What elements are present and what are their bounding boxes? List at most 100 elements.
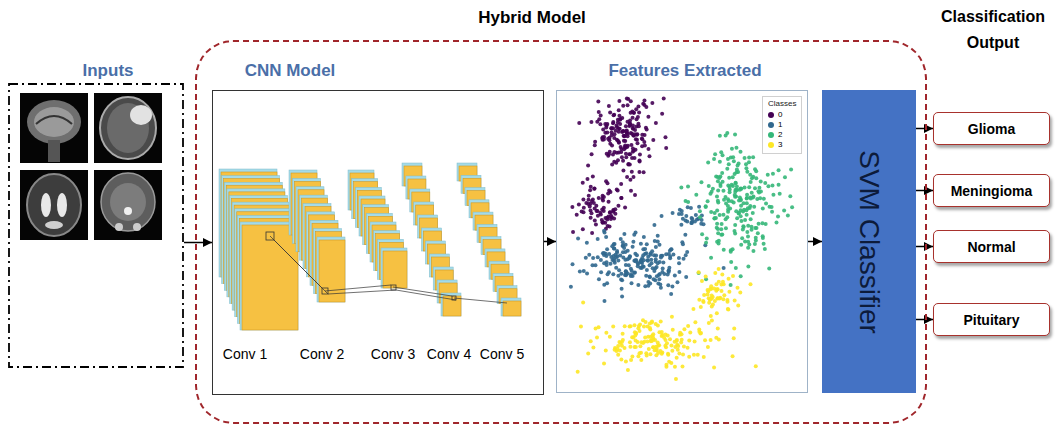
- scatter-point: [770, 210, 774, 214]
- scatter-point: [589, 208, 593, 212]
- scatter-point: [759, 179, 763, 183]
- scatter-point: [727, 277, 731, 281]
- scatter-point: [744, 208, 748, 212]
- scatter-point: [726, 157, 730, 161]
- scatter-point: [751, 175, 755, 179]
- layer-label: Conv 3: [353, 345, 433, 363]
- scatter-point: [623, 324, 627, 328]
- scatter-point: [729, 260, 733, 264]
- scatter-point: [782, 208, 786, 212]
- scatter-point: [718, 160, 722, 164]
- scatter-point: [605, 131, 609, 135]
- scatter-point: [650, 249, 654, 253]
- scatter-point: [727, 176, 731, 180]
- scatter-point: [670, 315, 674, 319]
- box-heading: Inputs: [83, 61, 134, 81]
- scatter-point: [626, 97, 630, 101]
- scatter-point: [611, 324, 615, 328]
- scatter-point: [646, 115, 650, 119]
- scatter-point: [587, 253, 591, 257]
- legend-title: Classes: [768, 99, 796, 109]
- scatter-point: [696, 353, 700, 357]
- scatter-point: [715, 208, 719, 212]
- scatter-point: [602, 251, 606, 255]
- scatter-point: [581, 181, 585, 185]
- scatter-point: [645, 268, 649, 272]
- scatter-point: [607, 200, 611, 204]
- scatter-point: [718, 134, 722, 138]
- scatter-point: [654, 121, 658, 125]
- scatter-point: [716, 175, 720, 179]
- scatter-point: [682, 257, 686, 261]
- scatter-point: [624, 360, 628, 364]
- scatter-point: [730, 147, 734, 151]
- scatter-point: [721, 180, 725, 184]
- scatter-point: [734, 188, 738, 192]
- scatter-point: [628, 178, 632, 182]
- scatter-point: [648, 352, 652, 356]
- scatter-point: [743, 218, 747, 222]
- scatter-point: [605, 247, 609, 251]
- scatter-point: [601, 138, 605, 142]
- scatter-point: [741, 228, 745, 232]
- scatter-point: [618, 127, 622, 131]
- scatter-point: [730, 183, 734, 187]
- scatter-point: [727, 290, 731, 294]
- scatter-point: [599, 113, 603, 117]
- scatter-point: [712, 157, 716, 161]
- out-box: Glioma: [933, 112, 1050, 145]
- scatter-point: [719, 150, 723, 154]
- scatter-point: [579, 324, 583, 328]
- scatter-point: [717, 338, 721, 342]
- scatter-point: [717, 239, 721, 243]
- scatter-point: [691, 307, 695, 311]
- scatter-point: [668, 249, 672, 253]
- scatter-point: [589, 216, 593, 220]
- scatter-point: [606, 224, 610, 228]
- mri-background: [20, 170, 88, 240]
- scatter-point: [774, 220, 778, 224]
- scatter-point: [623, 146, 627, 150]
- scatter-point: [777, 183, 781, 187]
- legend-text: 2: [778, 130, 782, 140]
- scatter-point: [619, 272, 623, 276]
- scatter-point: [576, 370, 580, 374]
- feature-map: [242, 225, 298, 330]
- scatter-point: [757, 186, 761, 190]
- scatter-point: [577, 203, 581, 207]
- mri-detail: [100, 97, 156, 159]
- scatter-point: [745, 170, 749, 174]
- mri-background: [94, 93, 162, 163]
- scatter-point: [733, 223, 737, 227]
- scatter-point: [608, 210, 612, 214]
- scatter-point: [588, 202, 592, 206]
- scatter-point: [684, 214, 688, 218]
- scatter-point: [685, 250, 689, 254]
- output-label: Glioma: [968, 121, 1015, 137]
- scatter-point: [608, 211, 612, 215]
- scatter-point: [601, 199, 605, 203]
- scatter-point: [655, 274, 659, 278]
- scatter-point: [709, 338, 713, 342]
- scatter-point: [762, 242, 766, 246]
- scatter-point: [704, 205, 708, 209]
- scatter-point: [603, 230, 607, 234]
- scatter-point: [687, 339, 691, 343]
- scatter-point: [619, 237, 623, 241]
- scatter-point: [593, 207, 597, 211]
- scatter-point: [585, 241, 589, 245]
- scatter-point: [632, 323, 636, 327]
- scatter-point: [749, 217, 753, 221]
- scatter-point: [684, 275, 688, 279]
- column-heading: Classification Output: [933, 4, 1053, 56]
- scatter-points: [569, 96, 794, 381]
- scatter-point: [589, 339, 593, 343]
- scatter-point: [629, 131, 633, 135]
- scatter-point: [697, 270, 701, 274]
- scatter-point: [750, 228, 754, 232]
- scatter-point: [677, 270, 681, 274]
- scatter-point: [747, 155, 751, 159]
- scatter-point: [697, 327, 701, 331]
- scatter-point: [716, 287, 720, 291]
- mri-detail: [101, 173, 155, 231]
